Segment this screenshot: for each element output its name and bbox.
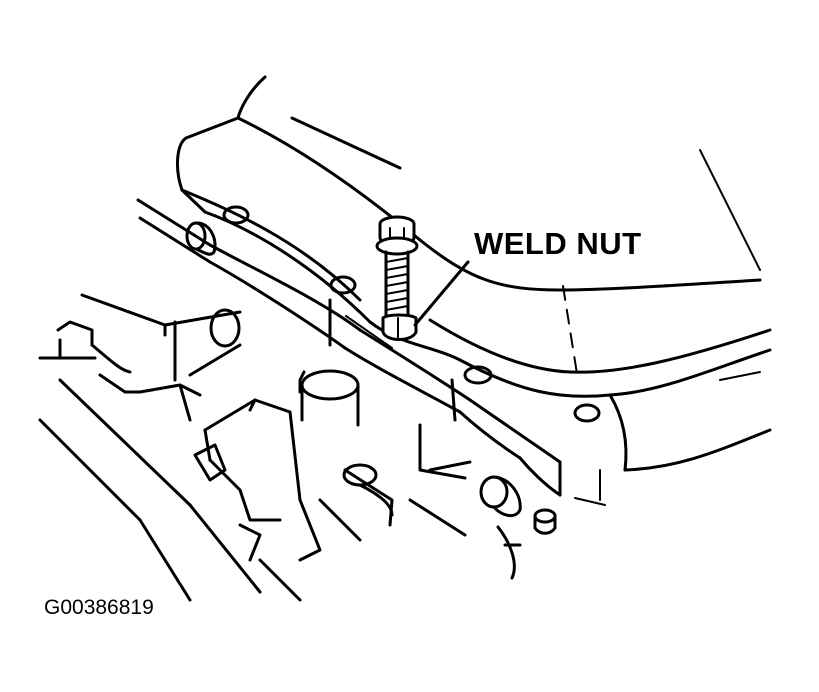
flange-hole xyxy=(463,365,493,385)
flange-nut-left xyxy=(185,221,217,256)
flange-hole xyxy=(573,403,601,423)
cylinder-boss xyxy=(298,369,360,427)
housing-flange xyxy=(180,188,772,472)
flange-hole xyxy=(222,205,250,225)
flange-hole xyxy=(329,275,357,295)
transmission-body xyxy=(38,293,262,602)
weld-nut-callout-label: WELD NUT xyxy=(474,226,642,261)
weld-nut-bolt xyxy=(375,215,419,341)
callout-leader-line xyxy=(413,260,470,327)
mount-bracket xyxy=(193,398,467,602)
figure-id-code: G00386819 xyxy=(44,596,154,619)
lower-rail xyxy=(136,198,562,497)
lower-fitting xyxy=(479,469,606,580)
